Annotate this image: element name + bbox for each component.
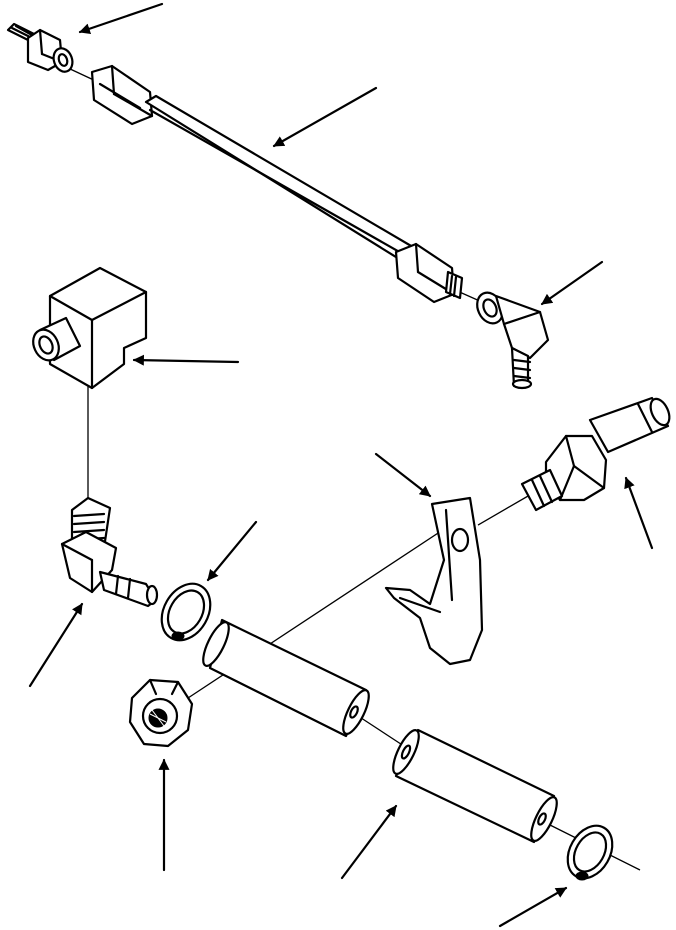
callout-arrow-tube [272, 86, 378, 148]
hose-section-lower [392, 728, 558, 844]
callout-arrow-p-clip [374, 452, 432, 498]
callout-arrow-hose-lower [340, 804, 398, 880]
hose-clamp-upper [160, 582, 212, 642]
hose-barb-adapter [520, 396, 671, 512]
callout-arrow-elbow-upper [540, 260, 604, 306]
flange-nut [128, 678, 194, 748]
elbow-fitting-upper [476, 291, 550, 390]
tube-assembly [90, 64, 464, 304]
callout-arrow-tee-block [132, 354, 240, 366]
hose-clamp-lower [566, 824, 614, 881]
callout-arrow-clamp-upper [206, 520, 258, 582]
male-connector-fitting [6, 22, 74, 73]
hose-section-upper [202, 618, 370, 738]
p-clip-bracket [384, 496, 484, 666]
callout-arrow-elbow-barb [28, 602, 84, 688]
tee-block-fitting [32, 266, 148, 390]
callout-arrows [28, 2, 654, 928]
elbow-barb-fitting [60, 496, 159, 608]
callout-arrow-connector [78, 2, 164, 35]
callout-arrow-clamp-lower [498, 886, 568, 928]
callout-arrow-barb-adapter [624, 476, 654, 550]
